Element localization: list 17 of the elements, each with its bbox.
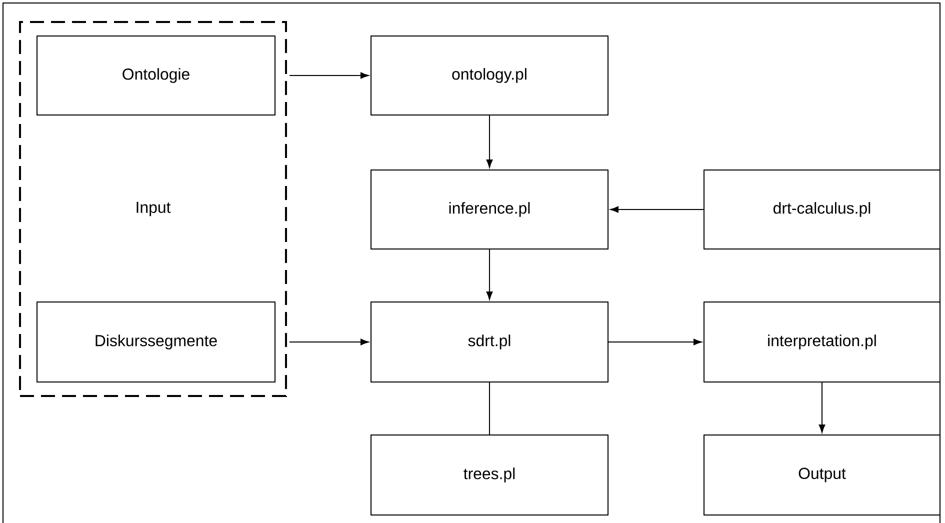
process-box: interpretation.pl xyxy=(704,302,940,382)
arrow xyxy=(608,338,702,346)
arrow xyxy=(486,249,493,300)
process-box: drt-calculus.pl xyxy=(704,170,940,250)
process-box: Output xyxy=(704,434,940,516)
process-box: ontology.pl xyxy=(370,36,608,116)
arrow xyxy=(818,382,826,433)
process-box: trees.pl xyxy=(370,434,608,516)
connector-line xyxy=(489,382,490,435)
arrow xyxy=(486,115,493,168)
arrow xyxy=(289,72,369,79)
process-box: sdrt.pl xyxy=(370,302,608,382)
process-box: Ontologie xyxy=(36,36,276,116)
process-box: inference.pl xyxy=(370,170,608,250)
arrow xyxy=(289,338,369,346)
arrow xyxy=(610,206,704,213)
process-box: Diskurssegmente xyxy=(36,302,276,382)
